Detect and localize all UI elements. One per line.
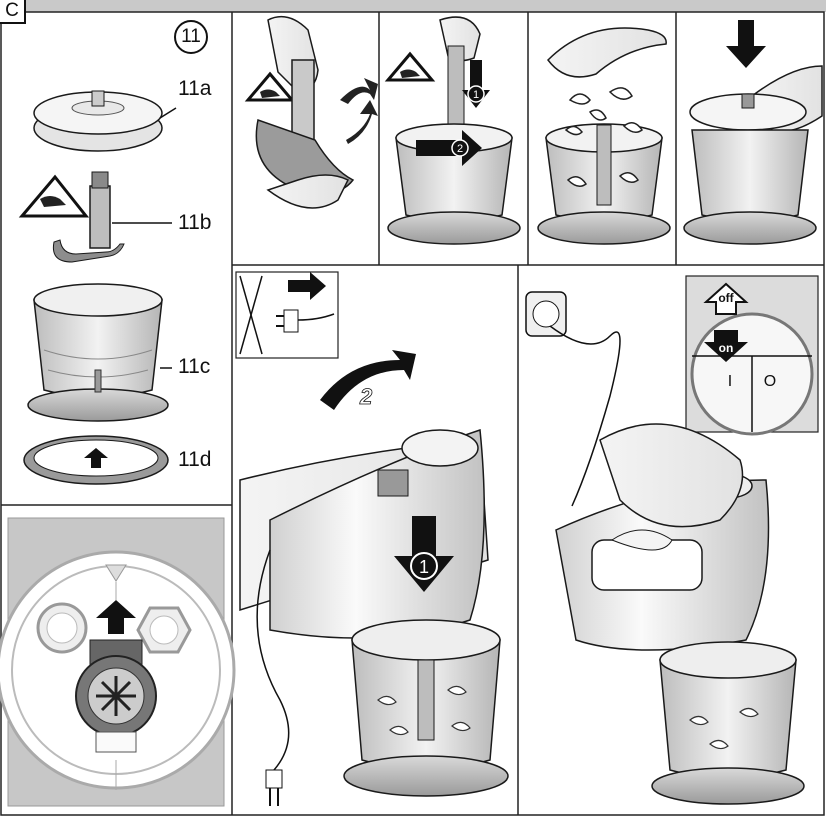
lid-illustration: [33, 90, 177, 152]
panel-fill-food: [537, 27, 671, 245]
panel-attach-motor: 2 1: [235, 271, 509, 806]
part-label-bowl: 11c: [178, 355, 211, 378]
panel-attach-lid: [683, 20, 823, 245]
header-band: [0, 0, 826, 12]
switch-position-0-label: O: [764, 373, 776, 390]
panel-remove-blade: [244, 15, 378, 209]
part-label-lid: 11a: [178, 77, 212, 100]
base-ring-illustration: [23, 435, 169, 485]
switch-on-label: on: [719, 341, 734, 355]
panel-switch-on: off on I O: [525, 275, 819, 805]
step-number: 11: [174, 20, 208, 54]
panel-insert-blade: 1 2: [384, 16, 521, 245]
switch-position-1-label: I: [728, 373, 732, 390]
arrow-1-small-label: 1: [473, 89, 479, 101]
arrow-2-big-label: 2: [359, 384, 373, 409]
part-label-blade: 11b: [178, 211, 212, 234]
bowl-illustration: [27, 283, 172, 422]
part-label-base: 11d: [178, 448, 212, 471]
zoom-detail: [0, 517, 236, 807]
arrow-2-small-label: 2: [457, 143, 463, 155]
switch-off-label: off: [718, 291, 734, 305]
blade-illustration: [18, 171, 172, 263]
section-tag: C: [0, 0, 26, 24]
arrow-1-big-label: 1: [419, 557, 429, 577]
